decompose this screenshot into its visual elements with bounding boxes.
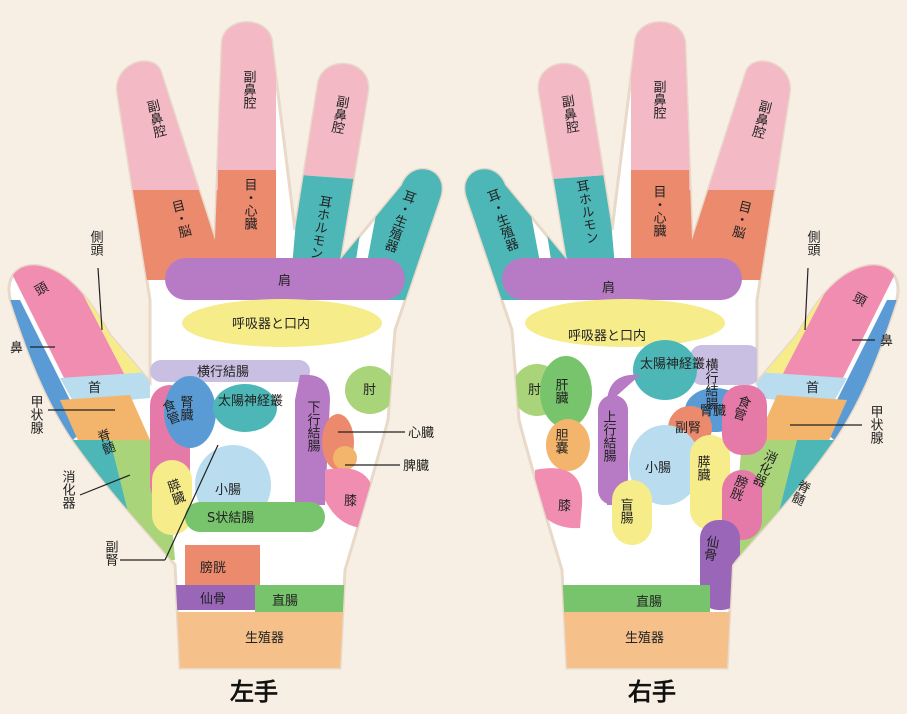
- left-hand: 副鼻腔 目・脳 副鼻腔 目・心臓 副鼻腔 耳ホルモン 耳・生殖器 頭 側頭 鼻 …: [0, 10, 460, 706]
- left-middle-mid-label: 目・心臓: [242, 178, 258, 230]
- left-sigmoid-colon-label: S状結腸: [207, 511, 254, 526]
- left-rectum-zone: [255, 585, 345, 615]
- left-spleen-label: 脾臓: [403, 459, 429, 474]
- right-thyroid-label: 甲状腺: [868, 405, 884, 444]
- left-reproductive-label: 生殖器: [245, 630, 284, 646]
- left-hand-caption: 左手: [230, 678, 278, 706]
- left-kidney-label: 腎臓: [178, 395, 194, 421]
- right-adrenal-label: 副腎: [675, 421, 701, 436]
- left-descending-colon-label: 下行結腸: [305, 400, 321, 452]
- left-sigmoid-colon-zone: [185, 502, 325, 532]
- left-sacrum-label: 仙骨: [200, 592, 226, 607]
- right-elbow-label: 肘: [528, 383, 541, 398]
- right-rectum-zone: [560, 585, 710, 615]
- left-respiratory-label: 呼吸器と口内: [232, 316, 310, 332]
- left-small-intestine-label: 小腸: [215, 483, 241, 498]
- right-respiratory-label: 呼吸器と口内: [568, 328, 646, 344]
- right-small-intestine-label: 小腸: [645, 461, 671, 476]
- right-rectum-label: 直腸: [636, 595, 662, 610]
- right-neck-label: 首: [806, 381, 819, 396]
- left-bladder-label: 膀胱: [200, 560, 226, 576]
- left-elbow-label: 肘: [363, 383, 376, 398]
- left-knee-label: 膝: [344, 494, 357, 509]
- left-rectum-label: 直腸: [272, 594, 298, 609]
- left-adrenal-label: 副腎: [103, 540, 119, 566]
- right-shoulder-zone: [502, 258, 742, 300]
- right-hand: 耳・生殖器 副鼻腔 耳ホルモン 副鼻腔 目・心臓 副鼻腔 目・脳 頭 側頭 鼻 …: [447, 10, 907, 706]
- left-middle-tip-label: 副鼻腔: [241, 70, 257, 109]
- right-thumb-side-label: 側頭: [805, 230, 821, 256]
- right-thumb-nose-label: 鼻: [880, 333, 893, 349]
- right-hand-caption: 右手: [628, 678, 676, 706]
- right-knee-label: 膝: [558, 499, 571, 514]
- left-spleen-zone: [333, 446, 357, 470]
- left-thumb-nose-label: 鼻: [10, 340, 23, 356]
- left-solar-plexus-label: 太陽神経叢: [218, 394, 283, 409]
- right-reproductive-label: 生殖器: [625, 630, 664, 646]
- right-appendix-label: 盲腸: [618, 497, 634, 524]
- left-transverse-colon-label: 横行結腸: [197, 365, 249, 380]
- right-gallbladder-label: 胆嚢: [553, 428, 569, 455]
- left-shoulder-label: 肩: [278, 273, 291, 289]
- right-liver-label: 肝臓: [553, 378, 569, 404]
- left-heart-label: 心臓: [408, 426, 434, 441]
- right-solar-plexus-label: 太陽神経叢: [640, 357, 705, 372]
- left-neck-label: 首: [88, 381, 101, 396]
- right-middle-tip-label: 副鼻腔: [651, 80, 667, 119]
- right-kidney-label: 腎臓: [700, 404, 726, 419]
- right-middle-mid-label: 目・心臓: [651, 185, 667, 237]
- right-ascending-colon-label: 上行結腸: [601, 410, 617, 462]
- left-digestive-label: 消化器: [60, 470, 76, 510]
- left-thumb-side-label: 側頭: [88, 230, 104, 256]
- right-index-sinus-zone: [687, 40, 807, 190]
- right-shoulder-label: 肩: [602, 280, 615, 296]
- left-thyroid-label: 甲状腺: [28, 395, 44, 434]
- right-pancreas-label: 膵臓: [695, 455, 711, 481]
